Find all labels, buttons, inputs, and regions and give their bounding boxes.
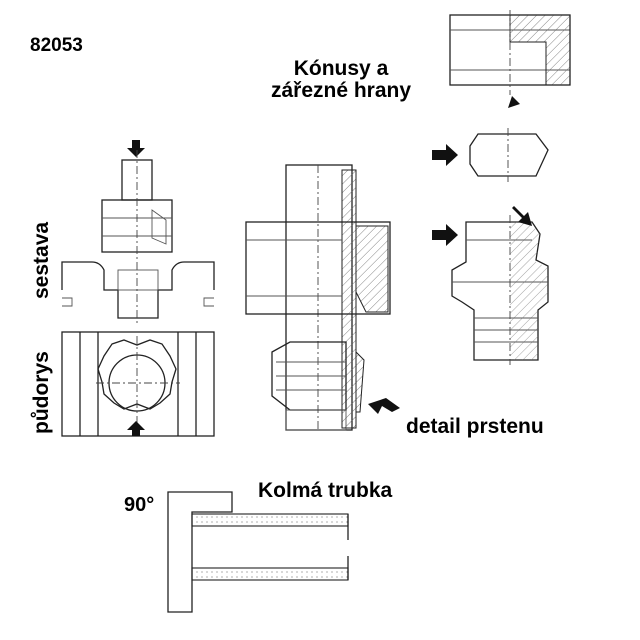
tube-wall-hatch (341, 169, 357, 429)
right-angle-face (167, 491, 233, 613)
fitting-edge-arrow-icon (512, 206, 532, 226)
perpendicular-tube-section (167, 491, 349, 613)
cones-title: Kónusy a zářezné hrany (256, 57, 426, 103)
cone-edge-arrow-icon (508, 86, 530, 108)
hex-nut-outline (97, 339, 177, 410)
cone-ring-arrow-icon (432, 144, 458, 166)
plan-view-label: půdorys (30, 351, 53, 434)
drawing-code: 82053 (30, 35, 83, 56)
union-nut-section (355, 225, 389, 313)
assembly-label: sestava (30, 221, 53, 299)
ring-detail-arrow-icon (368, 398, 400, 414)
union-nut (245, 221, 391, 315)
cone-ring (469, 133, 549, 177)
fitting-arrow-icon (432, 224, 458, 246)
angle-label: 90° (124, 494, 155, 516)
ring-detail-section (245, 164, 400, 431)
cones-section (432, 10, 571, 365)
assembly-view (61, 140, 215, 325)
plan-view (61, 331, 215, 437)
ring-detail-label: detail prstenu (406, 415, 544, 438)
cones-title-line2: zářezné hrany (270, 79, 412, 103)
perpendicular-tube-title: Kolmá trubka (258, 479, 393, 502)
plan-arrow-icon (127, 421, 145, 436)
assembly-body (61, 261, 215, 319)
cones-title-line1: Kónusy a (293, 57, 389, 80)
assembly-arrow-icon (127, 140, 145, 157)
